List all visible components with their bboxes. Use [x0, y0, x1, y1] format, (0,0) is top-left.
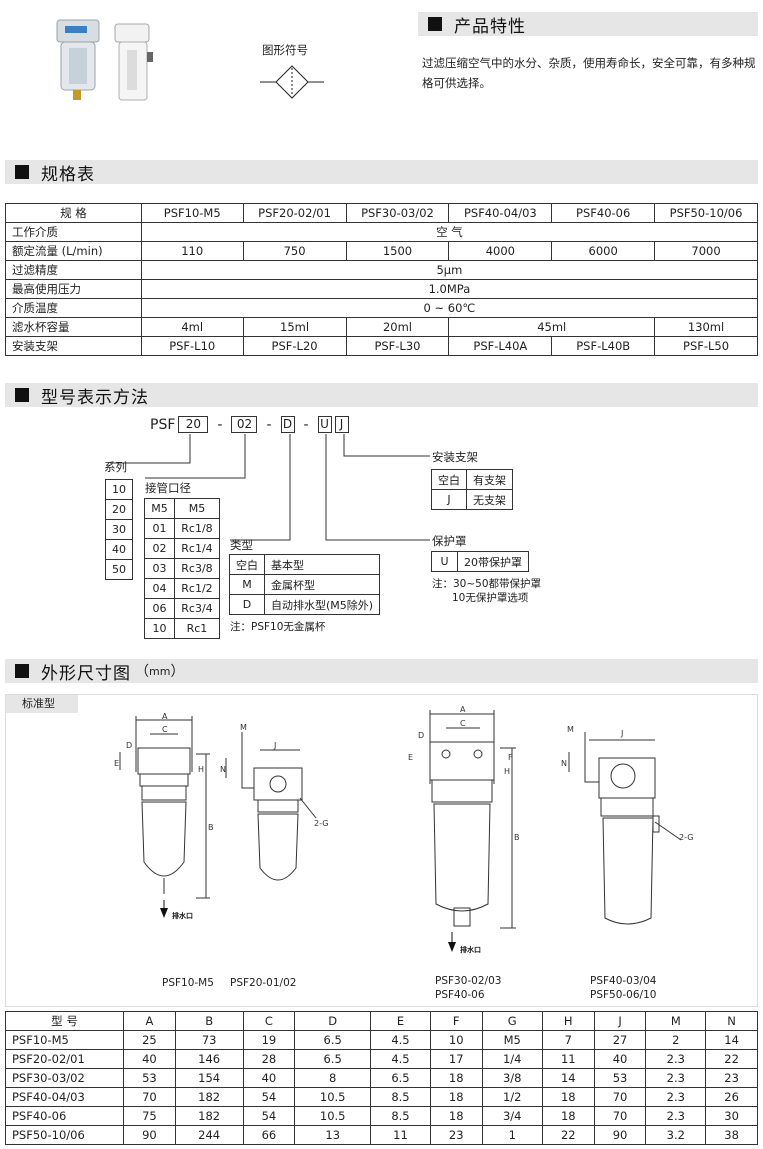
svg-text:H: H	[504, 767, 510, 776]
symbol-label: 图形符号	[262, 43, 308, 57]
svg-text:A: A	[162, 712, 168, 721]
svg-text:C: C	[460, 719, 466, 728]
guard-note-2: 10无保护罩选项	[452, 592, 529, 604]
model-code: PSF 20 - 02 - D - U J	[150, 416, 349, 433]
svg-text:J: J	[273, 741, 276, 750]
svg-text:排水口: 排水口	[460, 945, 481, 954]
svg-text:C: C	[162, 725, 168, 734]
features-header: 产品特性	[418, 12, 758, 37]
caption-2b: PSF40-06	[435, 989, 485, 1001]
caption-2a: PSF30-02/03	[435, 975, 502, 987]
svg-text:N: N	[220, 765, 226, 774]
caption-1a: PSF10-M5	[162, 977, 214, 989]
svg-text:N: N	[561, 759, 567, 768]
spec-header: 规格表	[5, 160, 758, 185]
drawing-front-large: A C D E F H B 排水口	[408, 705, 520, 954]
svg-text:D: D	[126, 741, 132, 750]
svg-text:B: B	[514, 833, 520, 842]
drawing-side-large: M J N 2-G	[561, 725, 693, 925]
features-description: 过滤压缩空气中的水分、杂质，使用寿命长，安全可靠，有多种规格可供选择。	[422, 56, 756, 90]
svg-text:A: A	[460, 705, 466, 714]
filter-symbol-icon	[260, 65, 324, 99]
port-label: 接管口径	[145, 481, 191, 495]
guard-label: 保护罩	[432, 534, 467, 548]
svg-text:M: M	[240, 723, 247, 732]
caption-3a: PSF40-03/04	[590, 975, 657, 987]
tab-standard[interactable]: 标准型	[6, 695, 78, 713]
type-label: 类型	[230, 538, 253, 552]
svg-text:E: E	[114, 759, 119, 768]
model-header: 型号表示方法	[5, 383, 758, 408]
svg-text:J: J	[620, 729, 623, 738]
type-note: 注：PSF10无金属杯	[230, 621, 326, 633]
svg-text:2-G: 2-G	[679, 833, 693, 842]
svg-text:排水口: 排水口	[172, 911, 193, 920]
model-connectors	[110, 434, 430, 541]
product-photo	[56, 19, 153, 101]
series-table: 10 20 30 40 50	[105, 479, 133, 580]
svg-text:2-G: 2-G	[314, 819, 328, 828]
guard-note-1: 注：30~50都带保护罩	[432, 578, 542, 590]
drawing-front-small: A C D E H B 排水口	[114, 712, 214, 920]
svg-text:E: E	[408, 753, 413, 762]
svg-text:B: B	[208, 823, 214, 832]
caption-3b: PSF50-06/10	[590, 989, 657, 1001]
svg-text:H: H	[198, 765, 204, 774]
dims-header: 外形尺寸图 （mm）	[5, 659, 758, 684]
spec-table: 规 格 PSF10-M5 PSF20-02/01 PSF30-03/02 PSF…	[5, 203, 759, 356]
series-label: 系列	[104, 460, 127, 474]
svg-text:M: M	[567, 725, 574, 734]
caption-1b: PSF20-01/02	[230, 977, 297, 989]
svg-text:D: D	[418, 731, 424, 740]
drawing-panel	[5, 694, 758, 1007]
bracket-label: 安装支架	[432, 450, 478, 464]
drawing-side-small: M J N 2-G	[220, 723, 328, 881]
svg-text:F: F	[508, 753, 513, 762]
